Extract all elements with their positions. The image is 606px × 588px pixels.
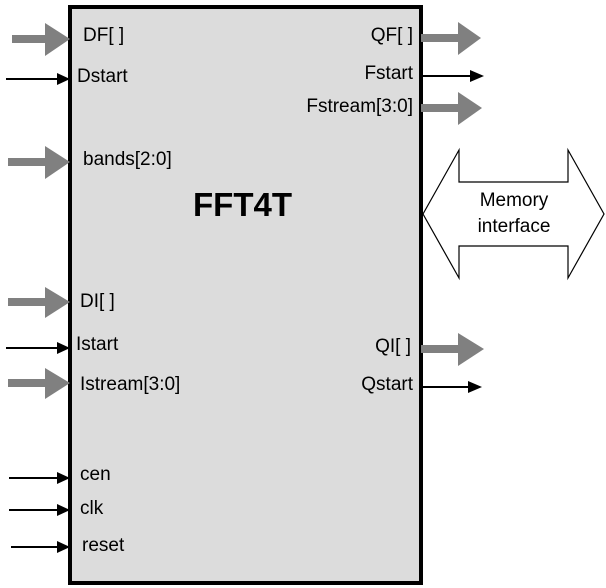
input-arrow-istart [6, 342, 70, 354]
input-arrow-istream [8, 368, 70, 399]
input-arrow-dstart [6, 73, 70, 85]
output-arrow-qf [421, 22, 481, 55]
port-label-dstart: Dstart [77, 66, 128, 87]
memory-interface-arrow [422, 147, 605, 281]
fft4t-block [68, 5, 423, 585]
port-label-qi: QI[ ] [375, 336, 411, 357]
memory-interface-line1: Memory [479, 190, 549, 211]
output-arrow-fstart [421, 70, 484, 82]
port-label-fstart: Fstart [364, 63, 413, 84]
port-label-bands: bands[2:0] [83, 149, 172, 170]
port-label-fstream: Fstream[3:0] [306, 96, 413, 117]
port-label-df: DF[ ] [83, 25, 125, 46]
port-label-cen: cen [80, 464, 111, 485]
block-title: FFT4T [193, 186, 292, 223]
port-label-qf: QF[ ] [370, 25, 413, 46]
input-arrow-bands [8, 146, 70, 179]
port-label-clk: clk [80, 498, 104, 519]
input-arrow-clk [9, 504, 70, 516]
port-label-istart: Istart [76, 334, 119, 355]
memory-interface-line2: interface [477, 216, 551, 237]
port-label-qstart: Qstart [361, 374, 413, 395]
port-label-reset: reset [82, 535, 125, 556]
output-arrow-qi [421, 333, 484, 366]
input-arrow-df [12, 23, 70, 56]
memory-interface-label: Memory interface [459, 188, 569, 240]
input-arrow-reset [11, 541, 70, 553]
input-arrow-di [8, 287, 70, 318]
port-label-di: DI[ ] [80, 291, 115, 312]
output-arrow-qstart [421, 381, 482, 393]
input-arrow-cen [9, 472, 70, 484]
port-label-istream: Istream[3:0] [80, 374, 181, 395]
output-arrow-fstream [421, 92, 482, 125]
